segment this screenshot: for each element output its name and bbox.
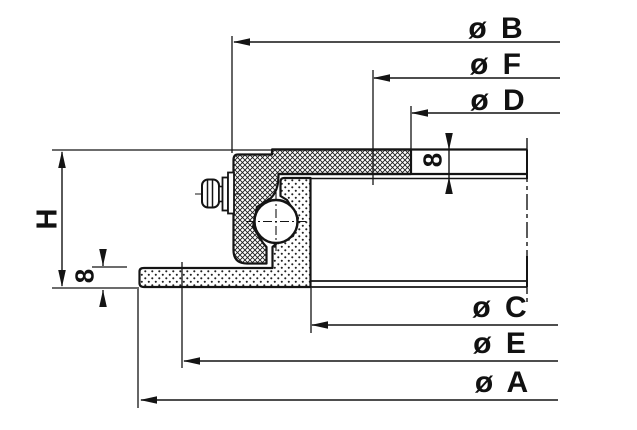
extension-lines bbox=[52, 36, 412, 408]
outer-ring-hatched-body bbox=[232, 148, 413, 265]
dimension-lines bbox=[61, 41, 560, 401]
arrow-dia-a bbox=[140, 396, 157, 404]
inner-ring-dotted-body bbox=[138, 176, 312, 289]
dimension-arrowheads bbox=[58, 38, 453, 404]
arrow-thk-tr-up bbox=[445, 177, 453, 194]
dim-label-dia-a: ø A bbox=[475, 366, 531, 399]
top-plate-unsectioned-part bbox=[272, 148, 528, 180]
dim-label-dia-d: ø D bbox=[470, 84, 527, 117]
dim-label-thickness-top: 8 bbox=[417, 153, 447, 167]
arrow-h-top bbox=[58, 151, 66, 168]
outer-ring-section bbox=[232, 148, 413, 265]
dimension-labels: ø B ø F ø D ø C ø E ø A H 8 8 bbox=[31, 12, 531, 399]
ball-bearing bbox=[246, 192, 307, 251]
arrow-dia-b bbox=[233, 38, 250, 46]
inner-ring-section bbox=[138, 176, 312, 289]
arrow-dia-e bbox=[183, 357, 200, 365]
dim-label-dia-c: ø C bbox=[472, 291, 529, 324]
arrow-thk-bl-up bbox=[99, 290, 107, 307]
arrow-thk-bl-down bbox=[99, 249, 107, 266]
bottom-plate-unsectioned-edges bbox=[310, 256, 528, 288]
bolt-hex-head bbox=[201, 178, 220, 209]
dim-label-dia-e: ø E bbox=[473, 327, 529, 360]
dim-label-height: H bbox=[31, 209, 63, 230]
dim-label-thickness-bottom: 8 bbox=[69, 269, 99, 283]
bolt-flange-plate bbox=[227, 171, 235, 215]
arrow-thk-tr-down bbox=[445, 133, 453, 150]
arrow-dia-c bbox=[311, 321, 328, 329]
arrow-dia-d bbox=[411, 109, 428, 117]
mounting-bolt bbox=[195, 171, 243, 215]
arrow-h-bottom bbox=[58, 270, 66, 287]
arrow-dia-f bbox=[373, 74, 390, 82]
dim-label-dia-b: ø B bbox=[468, 12, 525, 45]
dim-label-dia-f: ø F bbox=[470, 48, 524, 81]
